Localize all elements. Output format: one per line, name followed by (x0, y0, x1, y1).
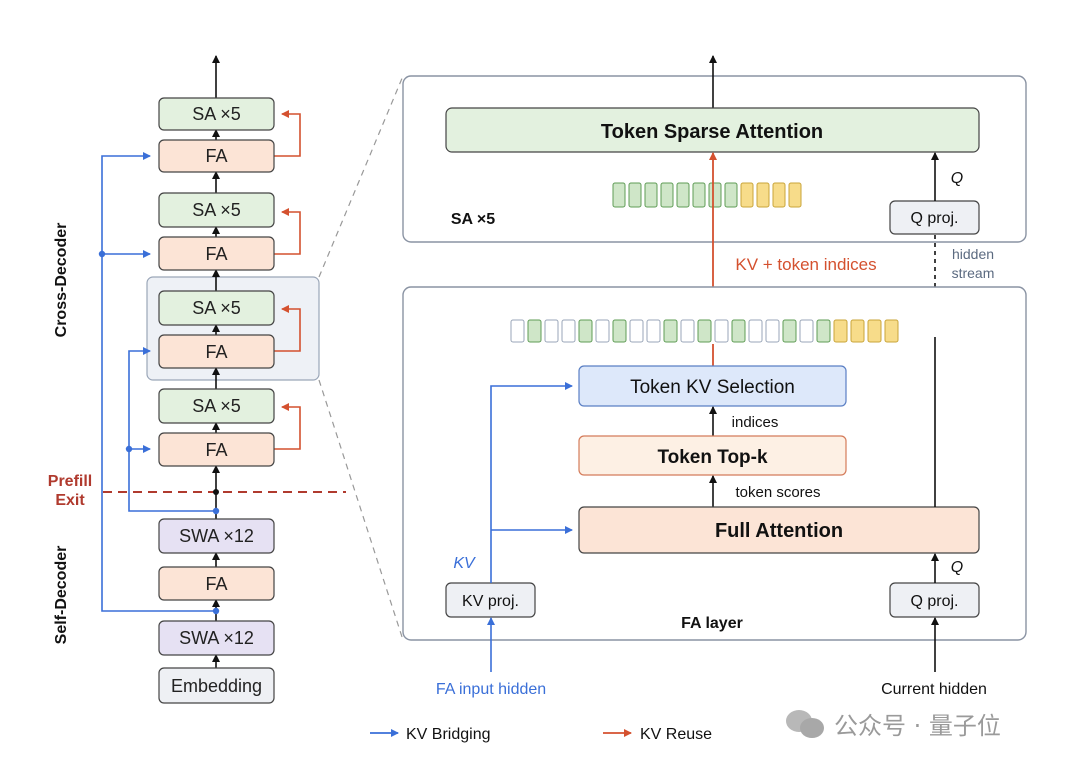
token-cell (867, 319, 882, 343)
token-cell (628, 182, 642, 208)
current-hidden-label: Current hidden (881, 681, 987, 698)
sa-q-proj-label: Q proj. (910, 210, 958, 227)
sa-layer-label: SA ×5 (451, 211, 495, 228)
kv-to-selection-path (490, 382, 573, 583)
sa-block-3-label: SA ×5 (192, 200, 241, 220)
token-cell (595, 319, 610, 343)
fa-block-4 (158, 139, 275, 173)
fa-block-2 (158, 334, 275, 369)
token-cell (708, 182, 722, 208)
sa-block-1-label: SA ×5 (192, 396, 241, 416)
sa-token-strip (612, 182, 802, 208)
token-cell (544, 319, 559, 343)
token-cell (629, 319, 644, 343)
token-cell (884, 319, 899, 343)
token-cell (765, 319, 780, 343)
sa-block-2-label: SA ×5 (192, 298, 241, 318)
token-cell (772, 182, 786, 208)
fa-block-1 (158, 432, 275, 467)
token-cell (510, 319, 525, 343)
token-cell (527, 319, 542, 343)
swa-block-1-label: SWA ×12 (179, 628, 254, 648)
kv-proj-label: KV proj. (462, 593, 519, 610)
legend-reuse-label: KV Reuse (640, 726, 712, 743)
token-cell (850, 319, 865, 343)
kv-reuse-loops (274, 110, 301, 450)
embedding-label: Embedding (171, 676, 262, 696)
token-cell (697, 319, 712, 343)
token-cell (578, 319, 593, 343)
hidden-stream-label-line1: hidden (952, 246, 994, 262)
token-cell (782, 319, 797, 343)
fa-q-proj-label: Q proj. (910, 593, 958, 610)
token-cell (740, 182, 754, 208)
token-cell (680, 319, 695, 343)
zoom-line-top (318, 75, 404, 278)
fa-q-label: Q (951, 559, 963, 576)
token-cell (692, 182, 706, 208)
prefill-exit-label-line1: Prefill (48, 473, 92, 490)
fa-block-1-label: FA (205, 440, 227, 460)
token-cell (663, 319, 678, 343)
sa-block-2 (158, 290, 275, 326)
fa-layer-label: FA layer (681, 615, 743, 632)
kv-bridging-paths (101, 152, 216, 612)
token-sparse-attention-label: Token Sparse Attention (601, 121, 823, 143)
fa-block-3 (158, 236, 275, 271)
token-cell (714, 319, 729, 343)
sa-block-4-label: SA ×5 (192, 104, 241, 124)
swa-block-2 (158, 518, 275, 554)
token-cell (833, 319, 848, 343)
kv-indices-label: KV + token indices (735, 255, 876, 274)
token-cell (731, 319, 746, 343)
self-decoder-label: Self-Decoder (53, 546, 70, 645)
zoom-line-bottom (318, 379, 404, 641)
kv-label: KV (453, 555, 476, 572)
legend-bridging-label: KV Bridging (406, 726, 491, 743)
fa-block-2-label: FA (205, 342, 227, 362)
swa-block-1 (158, 620, 275, 656)
token-cell (561, 319, 576, 343)
sa-q-label: Q (951, 170, 963, 187)
wechat-icon (786, 708, 826, 740)
token-cell (748, 319, 763, 343)
bridging-dots (98, 250, 220, 615)
token-cell (646, 319, 661, 343)
full-attention-box (578, 506, 980, 554)
sa-block-1 (158, 388, 275, 424)
hidden-stream-label-line2: stream (952, 265, 995, 281)
token-cell (816, 319, 831, 343)
fa-block-3-label: FA (205, 244, 227, 264)
token-cell (756, 182, 770, 208)
prefill-exit-label-line2: Exit (55, 492, 85, 509)
token-cell (660, 182, 674, 208)
fa-input-label: FA input hidden (436, 681, 546, 698)
fa-block-self (158, 566, 275, 601)
indices-label: indices (732, 414, 779, 431)
token-scores-label: token scores (735, 484, 820, 501)
swa-block-2-label: SWA ×12 (179, 526, 254, 546)
prefill-exit-dot (213, 489, 219, 495)
token-cell (612, 319, 627, 343)
fa-block-self-label: FA (205, 574, 227, 594)
token-cell (788, 182, 802, 208)
fa-token-strip (510, 319, 899, 343)
fa-block-4-label: FA (205, 146, 227, 166)
full-attention-label: Full Attention (715, 520, 843, 542)
sa-block-3 (158, 192, 275, 228)
cross-decoder-label: Cross-Decoder (53, 223, 70, 338)
token-cell (644, 182, 658, 208)
token-cell (612, 182, 626, 208)
embedding-block (158, 667, 275, 704)
sa-block-4 (158, 97, 275, 131)
token-cell (724, 182, 738, 208)
watermark: 公众号 · 量子位 (786, 706, 1001, 741)
watermark-text: 公众号 · 量子位 (834, 712, 1001, 740)
token-kv-selection-label: Token KV Selection (630, 377, 795, 398)
token-topk-label: Token Top-k (657, 447, 768, 468)
stack-boxes (158, 97, 275, 704)
token-cell (676, 182, 690, 208)
token-cell (799, 319, 814, 343)
